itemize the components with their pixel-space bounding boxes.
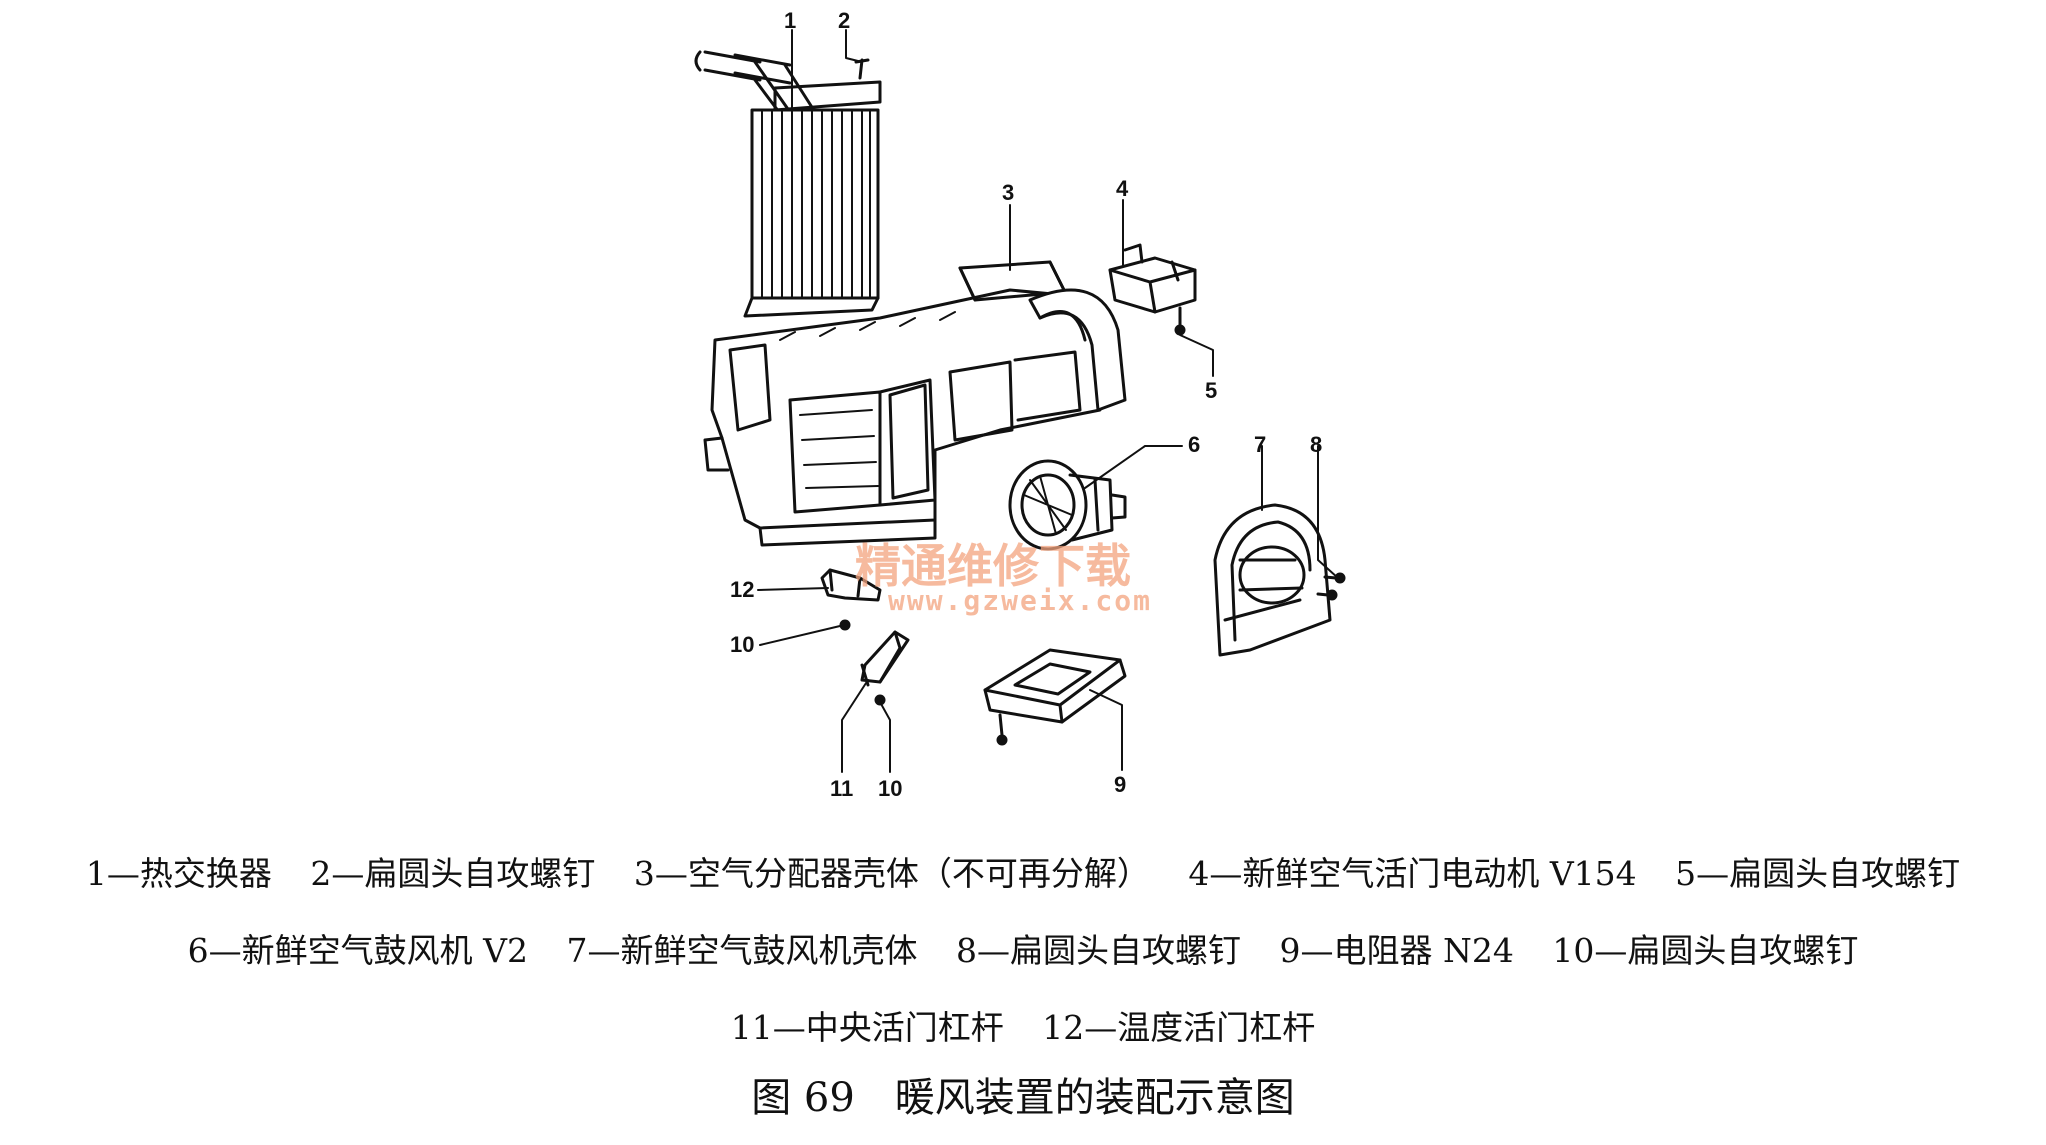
screws-8-part [1316, 572, 1346, 601]
blower-motor-part [1008, 459, 1127, 551]
callout-6: 6 [1188, 432, 1200, 457]
callout-7: 7 [1254, 432, 1266, 457]
legend-item-11: 11—中央活门杠杆 [730, 1008, 1004, 1047]
heat-exchanger-part [694, 50, 882, 318]
parts-legend: 1—热交换器 2—扁圆头自攻螺钉 3—空气分配器壳体（不可再分解） 4—新鲜空气… [0, 835, 2046, 1066]
legend-item-4: 4—新鲜空气活门电动机 V154 [1188, 854, 1637, 893]
callout-3: 3 [1002, 180, 1014, 205]
legend-item-3: 3—空气分配器壳体（不可再分解） [633, 854, 1150, 893]
callout-10-upper: 10 [730, 632, 754, 657]
callout-2: 2 [838, 8, 850, 33]
callout-1: 1 [784, 8, 796, 33]
legend-item-1: 1—热交换器 [85, 854, 272, 893]
legend-line-1: 1—热交换器 2—扁圆头自攻螺钉 3—空气分配器壳体（不可再分解） 4—新鲜空气… [0, 835, 2046, 912]
callout-11: 11 [830, 776, 853, 800]
legend-item-9: 9—电阻器 N24 [1279, 931, 1514, 970]
legend-item-6: 6—新鲜空气鼓风机 V2 [187, 931, 528, 970]
legend-item-12: 12—温度活门杠杆 [1042, 1008, 1316, 1047]
leader-lines [757, 29, 1339, 773]
central-lever-part [860, 630, 910, 706]
callout-5: 5 [1205, 378, 1217, 403]
legend-line-3: 11—中央活门杠杆 12—温度活门杠杆 [0, 989, 2046, 1066]
legend-item-8: 8—扁圆头自攻螺钉 [955, 931, 1241, 970]
flap-motor-part [1108, 243, 1197, 336]
figure-title: 图 69 暖风装置的装配示意图 [751, 1075, 1295, 1121]
temperature-lever-part [820, 568, 882, 631]
watermark-url: www.gzweix.com [888, 584, 1152, 617]
legend-line-2: 6—新鲜空气鼓风机 V2 7—新鲜空气鼓风机壳体 8—扁圆头自攻螺钉 9—电阻器… [0, 912, 2046, 989]
watermark-text: 精通维修下载 [855, 539, 1131, 593]
legend-item-7: 7—新鲜空气鼓风机壳体 [566, 931, 918, 970]
air-distributor-housing-part [703, 260, 1127, 547]
callout-4: 4 [1116, 176, 1129, 201]
legend-item-5: 5—扁圆头自攻螺钉 [1675, 854, 1961, 893]
callout-9: 9 [1114, 772, 1126, 797]
callout-8: 8 [1310, 432, 1322, 457]
legend-item-10: 10—扁圆头自攻螺钉 [1552, 931, 1859, 970]
callout-10-lower: 10 [878, 776, 902, 800]
legend-item-2: 2—扁圆头自攻螺钉 [310, 854, 596, 893]
heater-assembly-diagram: 精通维修下载 www.gzweix.com 1 2 3 4 5 6 7 8 9 … [694, 8, 1346, 800]
blower-housing-part [1213, 503, 1332, 657]
callout-12: 12 [730, 577, 754, 602]
resistor-part [983, 648, 1127, 746]
